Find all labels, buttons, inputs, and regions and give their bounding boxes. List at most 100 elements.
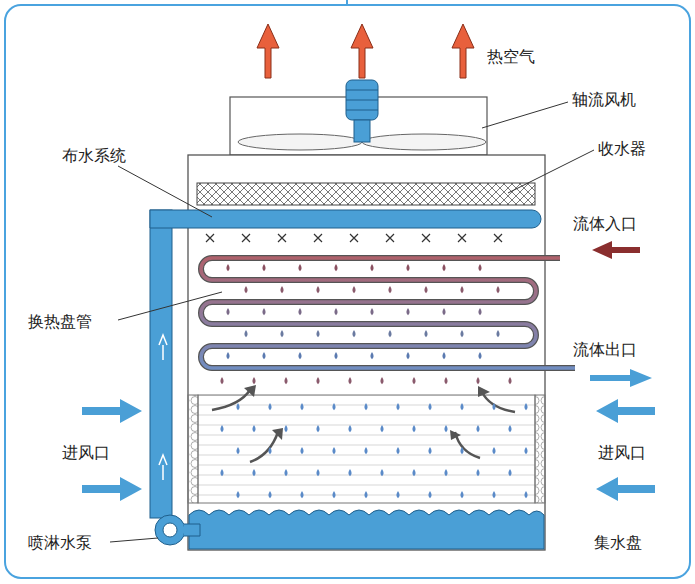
water-drop	[316, 330, 319, 337]
water-drop	[332, 447, 335, 454]
water-drop	[406, 264, 409, 271]
water-drop	[496, 286, 499, 293]
water-drop	[492, 403, 495, 410]
water-drop	[476, 469, 479, 476]
water-drop	[388, 330, 391, 337]
water-drop	[268, 447, 271, 454]
water-drop	[268, 491, 271, 498]
water-drop	[388, 286, 391, 293]
fluid-outlet-arrow	[590, 369, 652, 387]
water-drop	[316, 469, 319, 476]
water-basin	[189, 510, 544, 549]
water-drop	[236, 403, 239, 410]
water-drop	[280, 330, 283, 337]
water-drop	[334, 352, 337, 359]
water-drop	[220, 377, 223, 384]
water-drop	[476, 425, 479, 432]
water-drop	[508, 377, 511, 384]
water-drop	[244, 286, 247, 293]
water-drop	[406, 308, 409, 315]
water-drop	[428, 447, 431, 454]
fluid-outlet-label: 流体出口	[573, 340, 637, 359]
fluid-inlet-arrow	[592, 241, 640, 259]
fan-motor	[346, 80, 378, 120]
water-drop	[352, 330, 355, 337]
water-drop	[396, 447, 399, 454]
pump-label: 喷淋水泵	[28, 533, 92, 552]
leader-lines	[110, 102, 594, 542]
water-drop	[244, 330, 247, 337]
water-drop	[316, 377, 319, 384]
water-drop	[364, 491, 367, 498]
water-drop	[252, 469, 255, 476]
water-drop	[226, 264, 229, 271]
spray-nozzles	[206, 234, 502, 242]
water-drop	[380, 469, 383, 476]
water-drop	[348, 377, 351, 384]
water-drop	[380, 377, 383, 384]
water-drop	[424, 286, 427, 293]
water-drop	[364, 447, 367, 454]
heat-exchange-coil	[201, 258, 575, 368]
water-drop	[262, 264, 265, 271]
water-drop	[348, 425, 351, 432]
water-drop	[332, 491, 335, 498]
water-drop	[370, 308, 373, 315]
air-inlet-arrows	[82, 399, 655, 501]
water-drop	[444, 469, 447, 476]
water-drop	[406, 352, 409, 359]
riser-pipe	[150, 210, 172, 518]
spray-pump	[155, 515, 185, 545]
water-drop	[508, 425, 511, 432]
water-drop	[300, 447, 303, 454]
water-drop	[476, 377, 479, 384]
water-drop	[412, 377, 415, 384]
hot-air-label: 热空气	[487, 47, 535, 66]
water-drop	[424, 330, 427, 337]
water-drop	[478, 352, 481, 359]
water-drop	[226, 352, 229, 359]
coil-label: 换热盘管	[28, 312, 92, 331]
water-drop	[226, 308, 229, 315]
water-drop	[428, 403, 431, 410]
water-drop	[492, 447, 495, 454]
water-drop	[492, 491, 495, 498]
water-drop	[524, 403, 527, 410]
water-drop	[352, 286, 355, 293]
water-drop	[280, 286, 283, 293]
water-drop	[348, 469, 351, 476]
water-drop	[460, 447, 463, 454]
water-drop	[364, 403, 367, 410]
air-inlet-label: 进风口	[62, 443, 110, 462]
water-drop	[252, 377, 255, 384]
drift-eliminator	[197, 183, 535, 205]
hot-air-arrows	[257, 24, 474, 78]
air-flow-curves	[212, 390, 515, 462]
water-drop	[262, 308, 265, 315]
water-drop	[300, 491, 303, 498]
fluid-inlet-label: 流体入口	[573, 214, 637, 233]
water-drop	[524, 491, 527, 498]
drift-eliminator-label: 收水器	[598, 139, 646, 158]
water-drop	[412, 425, 415, 432]
water-drop	[460, 330, 463, 337]
water-drop	[442, 352, 445, 359]
water-drop	[380, 425, 383, 432]
water-drop	[460, 286, 463, 293]
water-drop	[284, 377, 287, 384]
water-drops	[206, 234, 528, 498]
water-drop	[298, 352, 301, 359]
water-drop	[508, 469, 511, 476]
water-drop	[396, 403, 399, 410]
water-drop	[316, 286, 319, 293]
water-drop	[460, 403, 463, 410]
distribution-label: 布水系统	[62, 146, 126, 165]
water-drop	[236, 491, 239, 498]
water-drop	[412, 469, 415, 476]
water-drop	[396, 491, 399, 498]
water-drop	[220, 469, 223, 476]
water-drop	[298, 308, 301, 315]
water-drop	[236, 447, 239, 454]
water-drop	[220, 425, 223, 432]
